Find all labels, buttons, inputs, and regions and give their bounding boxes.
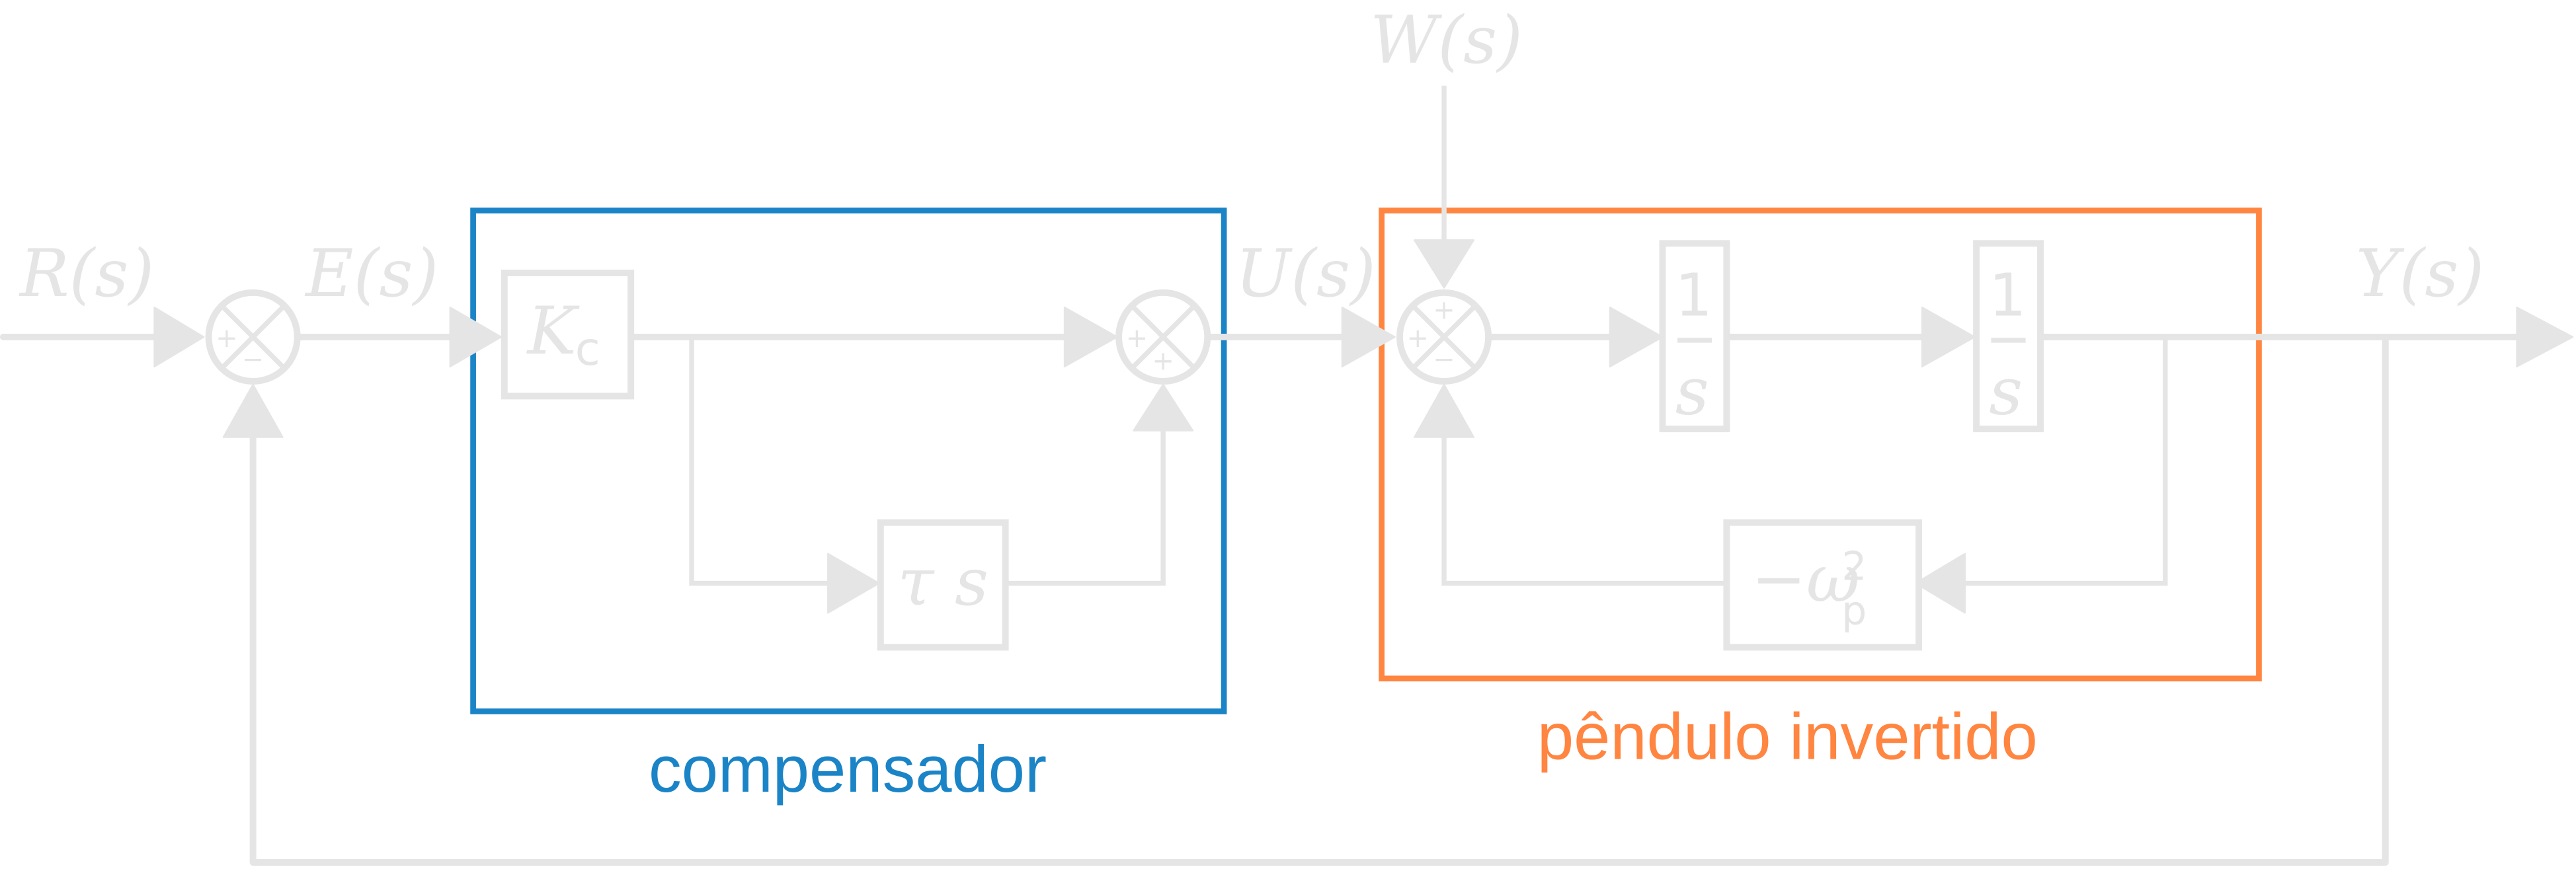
svg-text:−ω: −ω [1751,541,1860,617]
wire-omega-to-sum [1441,430,1725,586]
arrowhead-w [1414,239,1475,289]
plant-label: pêndulo invertido [1537,700,2038,773]
svg-text:s: s [1989,354,2023,430]
signal-label-e: E(s) [304,236,438,312]
compensator-group-box [470,208,1227,714]
svg-text:1: 1 [1989,262,2027,330]
sign-plus: + [216,323,237,354]
gain-block-kc: K c [501,270,635,400]
svg-text:p: p [1841,589,1867,634]
arrowhead-plantsum-bottom [1414,383,1475,438]
arrowhead-u [1341,306,1396,367]
plant-group-box [1379,208,2262,682]
arrowhead-kc [1063,306,1118,367]
signal-label-r: R(s) [19,236,154,312]
arrowhead-y [2516,306,2574,367]
arrowhead-taus-up [1133,383,1194,432]
arrowhead-int1 [1609,306,1664,367]
feedback-gain-block-omega: −ω 2 p [1723,519,1923,651]
svg-text:K: K [526,293,581,369]
arrowhead-omega [1914,552,1966,614]
sign-plus: + [1126,323,1148,354]
svg-text:c: c [575,322,600,376]
wire-taus-to-pdsum [1007,430,1166,586]
arrowhead-taus [827,552,880,614]
svg-text:τ s: τ s [897,545,988,621]
error-summing-junction: + − [205,289,301,385]
wire-inner-feedback [1922,336,2168,586]
svg-text:2: 2 [1841,545,1867,590]
pd-summing-junction: + + [1115,289,1211,385]
integrator-block-1: 1 s [1659,240,1730,433]
arrowhead-errorsum-bottom [222,383,284,438]
arrowhead-int2 [1921,306,1976,367]
derivative-block-tau-s: τ s [877,519,1009,651]
signal-label-u: U(s) [1235,236,1375,312]
sign-plus: + [1152,346,1174,377]
compensator-label: compensador [649,733,1047,806]
integrator-block-2: 1 s [1973,240,2044,433]
arrowhead-r [153,306,205,367]
sign-plus: + [1433,295,1455,326]
svg-text:1: 1 [1675,262,1712,330]
plant-summing-junction: + + − [1396,289,1492,385]
signal-label-w: W(s) [1370,3,1523,79]
sign-minus: − [242,344,264,375]
sign-plus: + [1407,323,1429,354]
signal-label-y: Y(s) [2356,236,2484,312]
wire-branch-to-taus [689,336,871,586]
svg-text:s: s [1675,354,1709,430]
wire-outer-feedback [249,333,2389,866]
arrowhead-e [449,306,503,367]
sign-minus: − [1433,344,1455,375]
